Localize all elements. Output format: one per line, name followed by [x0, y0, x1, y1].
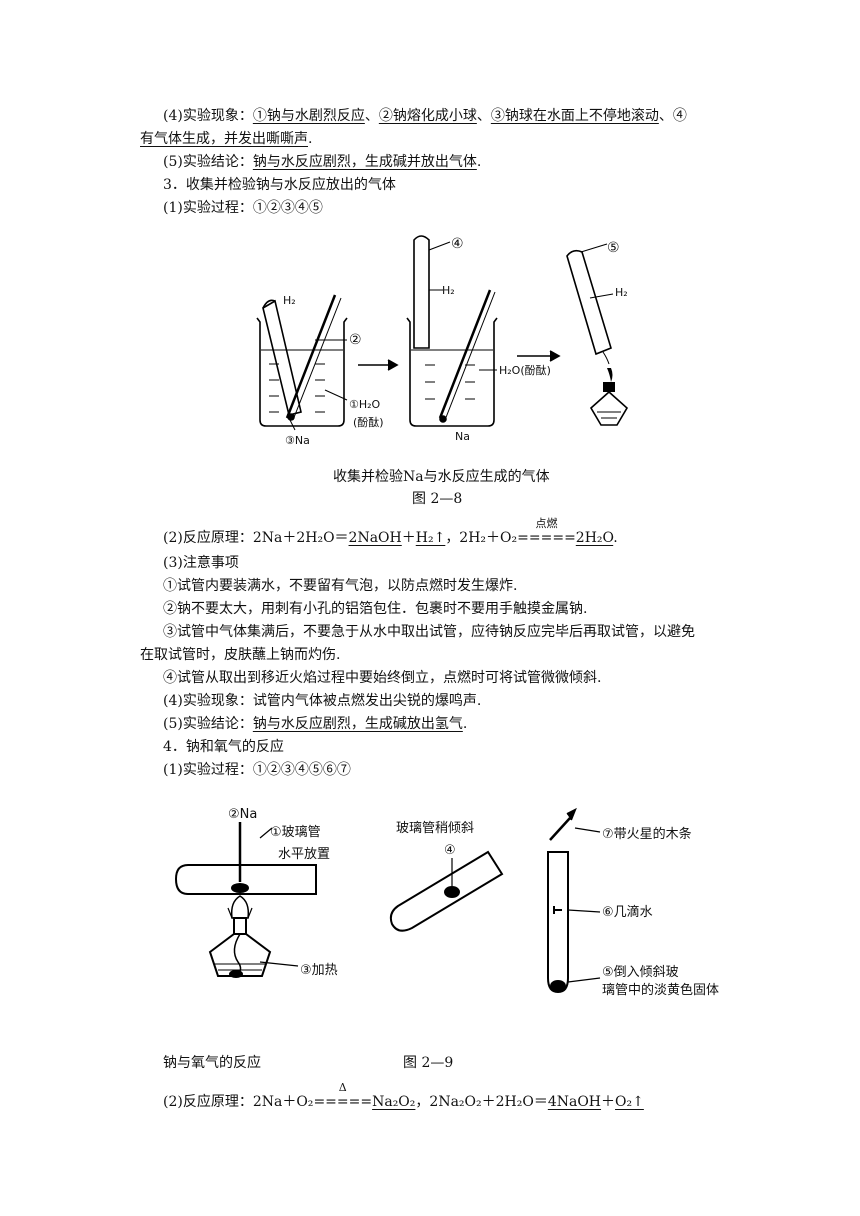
tilted-glass-tube: [389, 850, 504, 932]
label-1-phenolphthalein: (酚酞): [353, 415, 384, 429]
test-tube-1: [262, 299, 302, 416]
condition-ignite: 点燃: [535, 517, 558, 530]
glass-tube-label: ①玻璃管: [270, 825, 321, 840]
period: .: [308, 131, 313, 147]
equation-2-left: ，2Na₂O₂＋2H₂O＝: [415, 1094, 548, 1110]
conclusion-text: 钠与水反应剧烈，生成碱放出氢气: [252, 716, 463, 732]
water-drops-label: ⑥几滴水: [602, 904, 653, 920]
h2-label-2: H₂: [442, 284, 455, 297]
period: .: [613, 530, 618, 546]
label-na: Na: [455, 430, 470, 443]
conclusion-3: (5)实验结论：钠与水反应剧烈，生成碱放出氢气.: [163, 714, 467, 734]
product-na2o2: Na₂O₂: [372, 1094, 416, 1110]
figure-2-8-number: 图 2—8: [412, 491, 463, 507]
test-tube-2: [413, 235, 430, 349]
condition-arrow: Δ=====: [313, 1081, 373, 1112]
alcohol-burner: [589, 390, 629, 426]
na-label: ②Na: [228, 807, 257, 822]
beaker-2: [406, 317, 498, 427]
condition-heat: Δ: [338, 1081, 347, 1094]
figure-2-8-caption: 收集并检验Na与水反应生成的气体: [333, 469, 550, 485]
product-naoh: 2NaOH: [348, 530, 402, 546]
heat-label: ③加热: [300, 963, 338, 978]
figure-2-9-caption: 钠与氧气的反应: [163, 1055, 261, 1071]
phenomenon-label: (4)实验现象：: [163, 108, 253, 124]
equation-left: (2)反应原理：2Na＋2H₂O＝: [163, 530, 349, 546]
vertical-test-tube: [547, 851, 569, 994]
solid-label-b: 璃管中的淡黄色固体: [602, 982, 719, 998]
h2-label-1: H₂: [283, 294, 296, 307]
figure-2-9: ②Na ①玻璃管 水平放置 ③加热 玻璃管稍倾斜 ④ ⑦带火星的木条 ⑥几滴水 …: [174, 807, 719, 998]
plus: ＋: [601, 1094, 616, 1110]
label-2: ②: [349, 332, 362, 348]
conclusion-text: 钠与水反应剧烈，生成碱并放出气体: [252, 154, 477, 170]
phenomenon-3: (4)实验现象：试管内气体被点燃发出尖锐的爆鸣声.: [163, 693, 482, 709]
conclusion-label: (5)实验结论：: [163, 716, 253, 732]
phenomenon-item-3: ③钠球在水面上不停地滚动: [490, 108, 659, 124]
label-1-water: ①H₂O: [349, 398, 381, 411]
note-3-b: 在取试管时，皮肤蘸上钠而灼伤.: [140, 647, 341, 663]
horizontal-glass-tube: [174, 864, 317, 895]
section-4-process: (1)实验过程：①②③④⑤⑥⑦: [163, 762, 351, 778]
equation-left: (2)反应原理：2Na＋O₂: [163, 1094, 314, 1110]
conclusion-label: (5)实验结论：: [163, 154, 253, 170]
phenomenon-line-2: 有气体生成，并发出嘶嘶声.: [140, 129, 312, 149]
phenomenon-item-4: 有气体生成，并发出嘶嘶声: [140, 131, 308, 147]
plus: ＋: [401, 530, 416, 546]
h2-label-3: H₂: [615, 286, 628, 299]
label-5: ⑤: [607, 240, 620, 256]
notes-title: (3)注意事项: [163, 555, 239, 571]
section-3-title: 3．收集并检验钠与水反应放出的气体: [163, 177, 396, 193]
equals-arrow: =====: [313, 1094, 373, 1110]
alcohol-burner: [208, 933, 272, 977]
wood-stick-label: ⑦带火星的木条: [602, 826, 692, 842]
note-2: ②钠不要太大，用刺有小孔的铝箔包住．包裹时不要用手触摸金属钠.: [163, 601, 588, 617]
test-tube-3: [566, 249, 612, 356]
period: .: [476, 154, 482, 170]
phenomenon-line-1: (4)实验现象：①钠与水剧烈反应、②钠熔化成小球、③钠球在水面上不停地滚动、④: [163, 106, 687, 126]
condition-arrow: 点燃=====: [517, 517, 576, 548]
label-4: ④: [451, 236, 464, 252]
separator: 、: [476, 108, 491, 124]
separator: 、: [364, 108, 379, 124]
phenomenon-item-1: ①钠与水剧烈反应: [252, 108, 365, 124]
section-4-title: 4．钠和氧气的反应: [163, 739, 284, 755]
product-h2o: 2H₂O: [575, 530, 614, 546]
product-naoh: 4NaOH: [547, 1094, 602, 1110]
product-h2: H₂↑: [415, 530, 446, 546]
label-4: ④: [444, 843, 456, 858]
figure-2-8: H₂ H₂ H₂ ② ④ ⑤ ①H₂O (酚酞) ③Na Na H₂O(酚酞): [256, 235, 629, 447]
equals-arrow: =====: [517, 530, 576, 546]
product-o2: O₂↑: [615, 1094, 644, 1110]
phenomenon-item-2: ②钠熔化成小球: [378, 108, 477, 124]
note-1: ①试管内要装满水，不要留有气泡，以防点燃时发生爆炸.: [163, 578, 518, 594]
horizontal-label: 水平放置: [278, 847, 330, 862]
tilt-label: 玻璃管稍倾斜: [396, 821, 474, 836]
section-3-process: (1)实验过程：①②③④⑤: [163, 200, 323, 216]
conclusion-line: (5)实验结论：钠与水反应剧烈，生成碱并放出气体.: [163, 152, 481, 172]
separator: 、④: [658, 108, 687, 124]
beaker-1: [256, 317, 348, 427]
solid-label-a: ⑤倒入倾斜玻: [602, 965, 679, 980]
note-3-a: ③试管中气体集满后，不要急于从水中取出试管，应待钠反应完毕后再取试管，以避免: [163, 624, 695, 640]
figure-2-9-number: 图 2—9: [403, 1055, 454, 1071]
note-4: ④试管从取出到移近火焰过程中要始终倒立，点燃时可将试管微微倾斜.: [163, 670, 602, 686]
label-3-na: ③Na: [285, 434, 310, 447]
label-water-phenolphthalein: H₂O(酚酞): [499, 363, 551, 377]
period: .: [462, 716, 468, 732]
equation-2-left: ，2H₂＋O₂: [445, 530, 518, 546]
